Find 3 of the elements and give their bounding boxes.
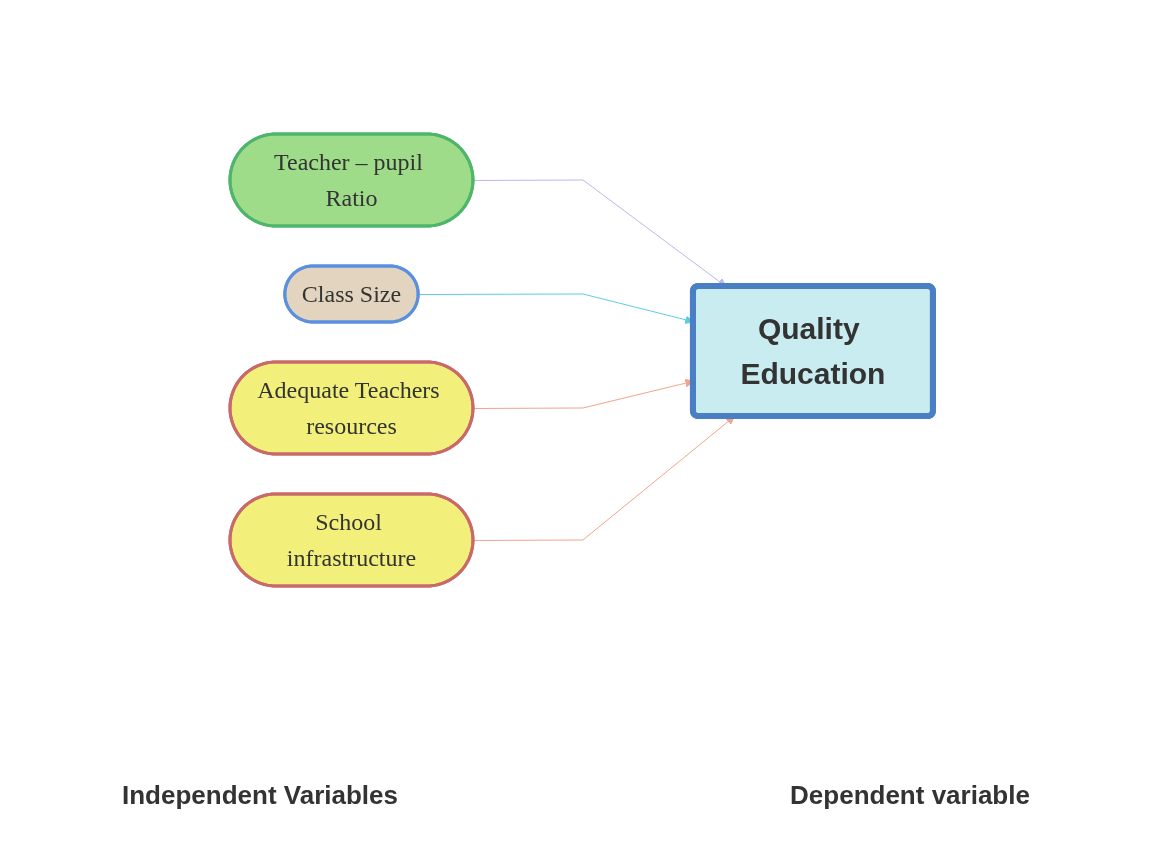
arrow bbox=[472, 416, 735, 541]
axis-caption: Independent Variables bbox=[121, 780, 399, 811]
axis-caption: Dependent variable bbox=[789, 780, 1031, 811]
